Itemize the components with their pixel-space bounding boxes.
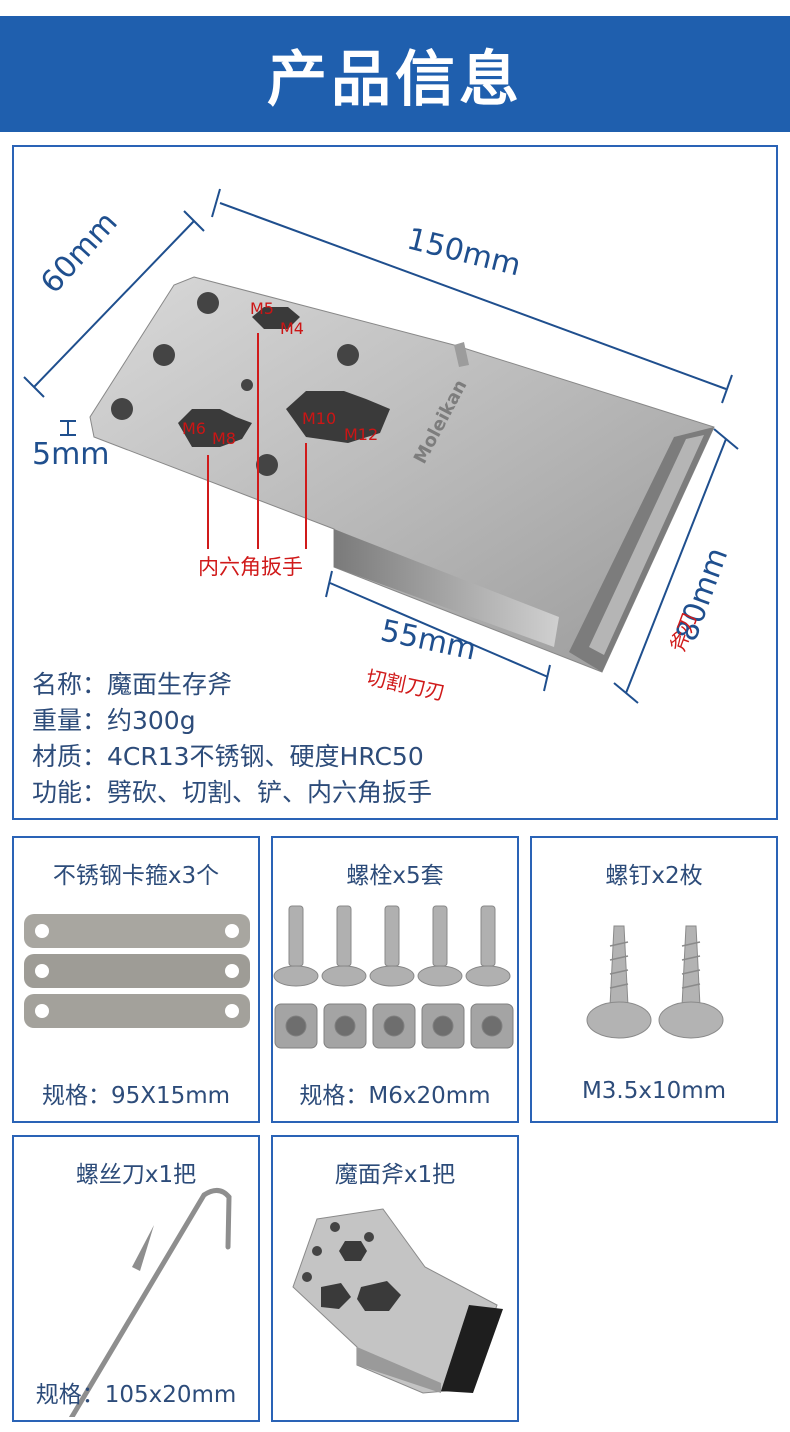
hex-size-m6: M6 [182, 419, 206, 438]
spec-weight: 重量：约300g [32, 706, 196, 735]
page-title: 产品信息 [267, 44, 523, 115]
screws-image [586, 925, 724, 1039]
spec-list: 名称：魔面生存斧 重量：约300g 材质：4CR13不锈钢、硬度HRC50 功能… [32, 667, 432, 811]
accessory-title: 螺栓x5套 [346, 863, 444, 889]
accessory-title: 螺丝刀x1把 [75, 1162, 197, 1188]
hex-size-m10: M10 [302, 409, 337, 428]
clamp-strips-image [24, 914, 250, 1028]
screwdriver-image [68, 1188, 232, 1417]
spec-name: 名称：魔面生存斧 [32, 670, 233, 699]
accessory-spec: 规格：105x20mm [35, 1382, 237, 1408]
accessory-title: 螺钉x2枚 [605, 863, 703, 889]
header-banner: 产品信息 [0, 16, 790, 132]
spec-function: 功能：劈砍、切割、铲、内六角扳手 [32, 778, 433, 807]
accessory-spec: M3.5x10mm [581, 1078, 727, 1104]
dimension-thickness: 5mm [32, 437, 110, 472]
hex-size-m4: M4 [280, 319, 304, 338]
hex-size-m8: M8 [212, 429, 236, 448]
axe-thumbnail-image [292, 1208, 503, 1394]
hex-size-m12: M12 [344, 425, 379, 444]
accessory-card-bolts: 螺栓x5套 规格：M6x20mm [271, 836, 519, 1123]
accessory-spec: 规格：95X15mm [41, 1083, 231, 1109]
accessory-title: 不锈钢卡箍x3个 [52, 863, 220, 889]
accessory-spec: 规格：M6x20mm [299, 1083, 491, 1109]
product-panel: Moleikan 150mm 60mm 5mm 80mm 55mm 斧刃 切割刀… [12, 145, 778, 820]
hex-wrench-label: 内六角扳手 [198, 555, 303, 579]
accessory-card-screwdriver: 螺丝刀x1把 规格：105x20mm [12, 1135, 260, 1422]
spec-material: 材质：4CR13不锈钢、硬度HRC50 [32, 742, 424, 771]
accessory-title: 魔面斧x1把 [334, 1162, 456, 1188]
axe-tool-illustration: Moleikan [23, 188, 739, 704]
accessory-card-screws: 螺钉x2枚 M3.5x10mm [530, 836, 778, 1123]
bolts-nuts-image [273, 905, 514, 1049]
accessory-card-clamps: 不锈钢卡箍x3个 规格：95X15mm [12, 836, 260, 1123]
hex-size-m5: M5 [250, 299, 274, 318]
accessory-card-axe: 魔面斧x1把 [271, 1135, 519, 1422]
